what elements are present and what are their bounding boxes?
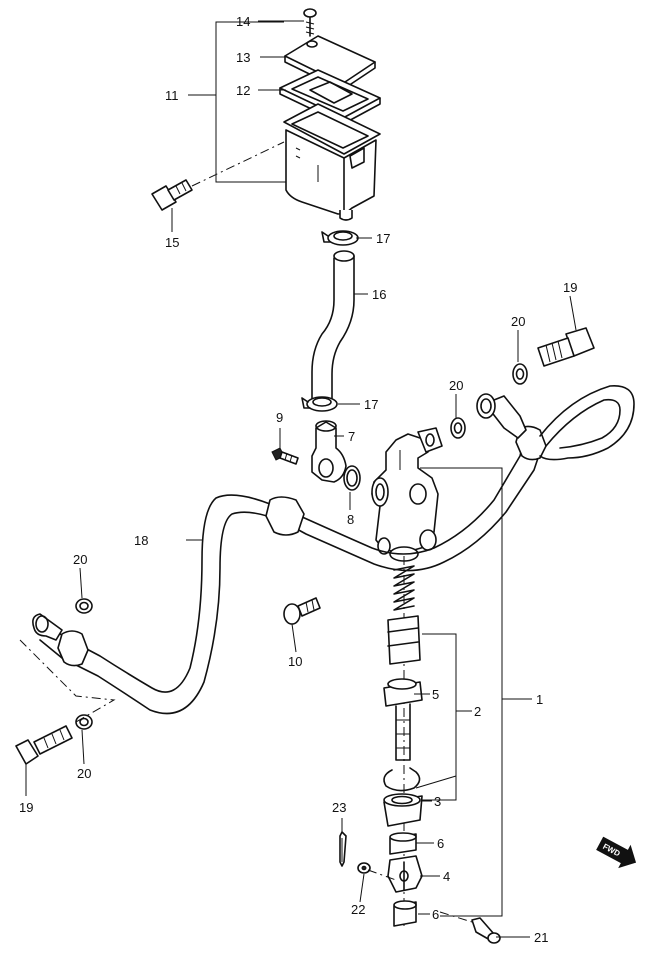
label-part-1: 1 — [536, 692, 543, 707]
label-part-20-left-bottom: 20 — [77, 766, 91, 781]
nut-part-6-upper — [389, 832, 417, 855]
gasket-part-20-right — [512, 363, 528, 385]
label-part-4: 4 — [443, 869, 450, 884]
push-rod-guide-part-3 — [383, 793, 423, 827]
label-part-13: 13 — [236, 50, 250, 65]
hose-clamp-part-17-upper — [321, 230, 359, 246]
label-part-20-left-top: 20 — [73, 552, 87, 567]
clevis-part-4 — [387, 855, 423, 893]
primary-cup — [387, 615, 421, 665]
reservoir-body-part-11 — [283, 103, 381, 221]
label-part-15: 15 — [165, 235, 179, 250]
hose-clamp-part-17-lower — [301, 396, 338, 412]
label-part-18: 18 — [134, 533, 148, 548]
label-part-6-upper: 6 — [437, 836, 444, 851]
screw-part-9 — [271, 447, 299, 465]
cotter-pin-part-23 — [339, 831, 347, 867]
reservoir-bolt-part-15 — [151, 179, 193, 211]
nut-part-6-lower — [393, 900, 417, 927]
hose-fitting-part-7 — [311, 420, 347, 483]
brake-hose-part-18 — [32, 385, 635, 715]
label-part-5: 5 — [432, 687, 439, 702]
reservoir-hose-part-16 — [311, 250, 355, 399]
forward-direction-arrow-icon: FWD — [596, 836, 637, 869]
label-part-17-upper: 17 — [376, 231, 390, 246]
reservoir-screw-part-14 — [303, 8, 317, 37]
banjo-bolt-part-19-left — [15, 725, 73, 765]
label-part-12: 12 — [236, 83, 250, 98]
piston-part-5 — [383, 678, 423, 761]
banjo-bolt-part-19-right — [537, 327, 595, 367]
label-part-19-left: 19 — [19, 800, 33, 815]
label-part-10: 10 — [288, 654, 302, 669]
label-part-2: 2 — [474, 704, 481, 719]
label-part-20-center: 20 — [449, 378, 463, 393]
label-part-7: 7 — [348, 429, 355, 444]
label-part-6-lower: 6 — [432, 907, 439, 922]
label-part-17-lower: 17 — [364, 397, 378, 412]
circlip — [383, 767, 421, 792]
bolt-part-10 — [283, 597, 321, 625]
gasket-part-20-left-bottom — [75, 714, 93, 730]
label-part-22: 22 — [351, 902, 365, 917]
label-part-20-right: 20 — [511, 314, 525, 329]
label-part-8: 8 — [347, 512, 354, 527]
label-part-9: 9 — [276, 410, 283, 425]
gasket-part-20-left-top — [75, 598, 93, 614]
washer-part-22 — [357, 862, 371, 874]
pin-part-21 — [471, 917, 501, 944]
label-part-14: 14 — [236, 14, 250, 29]
label-part-3: 3 — [434, 794, 441, 809]
spring — [393, 565, 415, 611]
o-ring-part-8 — [343, 465, 361, 491]
gasket-part-20-center — [450, 417, 466, 439]
label-part-21: 21 — [534, 930, 548, 945]
label-part-19-right: 19 — [563, 280, 577, 295]
label-part-11: 11 — [165, 88, 179, 103]
label-part-16: 16 — [372, 287, 386, 302]
master-cylinder-body — [371, 427, 443, 562]
label-part-23: 23 — [332, 800, 346, 815]
